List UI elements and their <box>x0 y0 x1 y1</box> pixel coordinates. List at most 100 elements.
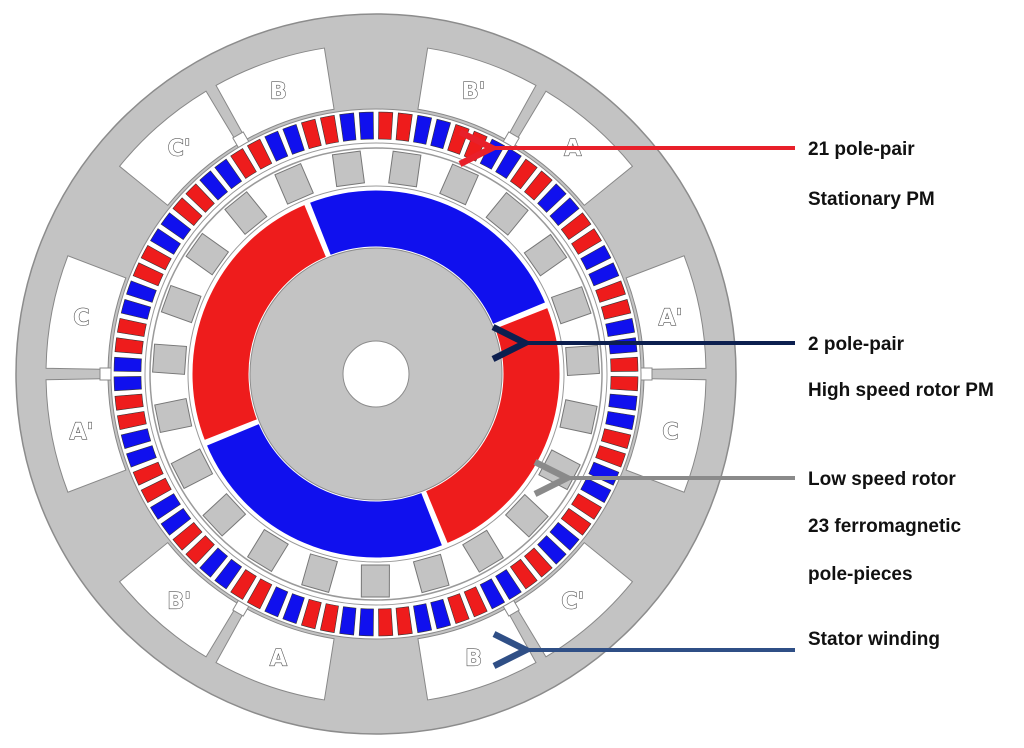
stationary-pm-segment <box>140 244 172 271</box>
stationary-pm-segment <box>430 598 451 630</box>
stationary-pm-segment <box>608 393 638 411</box>
stationary-pm-segment <box>230 148 257 179</box>
callout-text: 21 pole-pair <box>808 139 915 160</box>
stator-coil-slot <box>45 378 127 493</box>
stationary-pm-segment <box>230 569 257 600</box>
stationary-pm-segment <box>301 118 322 150</box>
stationary-pm-segment <box>463 586 488 618</box>
coil-label: C' <box>561 589 584 614</box>
pole-piece <box>388 150 422 188</box>
stationary-pm-segment <box>588 262 620 287</box>
stator-coil-slot <box>215 607 335 701</box>
stationary-pm-segment <box>571 493 602 520</box>
stationary-pm-segment <box>571 228 602 255</box>
coil-label: C <box>662 420 678 445</box>
pole-piece <box>224 191 268 235</box>
pole-piece <box>504 493 549 538</box>
stationary-pm-segment <box>339 112 357 142</box>
coil-label: A' <box>659 306 683 331</box>
stationary-pm-segment <box>479 578 506 610</box>
stationary-pm-segment <box>264 586 289 618</box>
stator-tooth-tip <box>639 367 653 381</box>
stationary-pm-segment <box>580 244 612 271</box>
stationary-pm-segment <box>595 445 626 468</box>
callout-text: Low speed rotor <box>808 469 956 490</box>
callout-high-speed-rotor: 2 pole-pair High speed rotor PM <box>521 334 994 401</box>
stationary-pm-segment <box>264 130 289 162</box>
stationary-pm-segment <box>395 606 413 636</box>
pole-piece <box>565 344 600 377</box>
stationary-pm-segment <box>301 598 322 630</box>
stationary-pm-segment <box>320 115 339 145</box>
stationary-pm-segment <box>199 170 228 201</box>
stationary-pm-segment <box>117 318 147 337</box>
callout-text: High speed rotor PM <box>808 380 994 401</box>
coil-label: B' <box>167 589 191 614</box>
pole-piece <box>439 163 479 206</box>
stationary-pm-segment <box>524 547 553 578</box>
stationary-pm-segment <box>537 183 567 213</box>
stationary-pm-segment <box>160 212 192 241</box>
stationary-pm-segment <box>560 212 592 241</box>
stationary-pm-segment <box>246 138 273 170</box>
stationary-pm-segment <box>358 608 374 637</box>
stationary-pm-segment <box>509 158 538 190</box>
pole-piece <box>412 553 450 594</box>
stationary-pm-segment <box>610 356 639 372</box>
stationary-pm-segment <box>114 337 144 355</box>
stationary-pm-segment <box>150 228 181 255</box>
stationary-pm-segment <box>172 197 203 226</box>
stationary-pm-segment <box>524 170 553 201</box>
stationary-pm-segment <box>413 115 432 145</box>
pole-piece <box>274 162 314 205</box>
stationary-pm-segment <box>600 428 632 449</box>
stationary-pm-segment <box>495 569 522 600</box>
stationary-pm-segment <box>160 507 192 536</box>
coil-label: B <box>270 79 287 104</box>
callout-text: pole-pieces <box>808 564 913 585</box>
stationary-pm-segment <box>114 393 144 411</box>
ferromagnetic-pole-pieces <box>152 150 600 598</box>
stationary-pm-segment <box>549 522 580 551</box>
coil-label: A' <box>70 420 94 445</box>
stationary-pm-segment <box>395 112 413 142</box>
stationary-pm-segment <box>113 376 142 392</box>
pole-piece <box>559 399 598 435</box>
coil-label: A <box>270 647 287 672</box>
pole-piece <box>485 191 529 236</box>
stator-coil-slot <box>625 378 707 493</box>
stationary-pm-ring <box>113 111 639 637</box>
pole-piece <box>154 397 193 434</box>
stationary-pm-segment <box>214 158 243 190</box>
stationary-pm-segment <box>358 111 374 140</box>
pole-piece <box>301 553 338 593</box>
stationary-pm-segment <box>214 558 243 590</box>
pole-piece <box>331 150 366 188</box>
stationary-pm-segment <box>140 477 172 504</box>
stationary-pm-segment <box>430 118 451 150</box>
coil-label: C' <box>168 137 191 162</box>
callout-stationary-pm: 21 pole-pair Stationary PM <box>488 139 935 210</box>
callout-text: Stator winding <box>808 629 940 650</box>
callout-text: 2 pole-pair <box>808 334 905 355</box>
stator-coil-slot <box>118 90 239 207</box>
stationary-pm-segment <box>413 603 432 633</box>
coil-label: C <box>73 306 89 331</box>
stationary-pm-segment <box>126 280 157 303</box>
stationary-pm-segment <box>549 197 580 226</box>
pole-piece <box>152 343 188 375</box>
stator-coil-slot <box>45 255 127 370</box>
pole-piece <box>523 233 568 277</box>
stationary-pm-segment <box>185 535 215 565</box>
stationary-pm-segment <box>185 183 215 213</box>
stationary-pm-segment <box>610 376 639 392</box>
stationary-pm-segment <box>605 318 635 337</box>
coil-label: B <box>465 647 482 672</box>
stator-coil-slot <box>215 47 335 141</box>
stationary-pm-segment <box>320 603 339 633</box>
coil-labels: B'AA'CC'BAB'A'CC'B <box>69 79 683 673</box>
pole-piece <box>160 284 202 324</box>
stationary-pm-segment <box>605 411 635 430</box>
stationary-pm-segment <box>132 262 164 287</box>
